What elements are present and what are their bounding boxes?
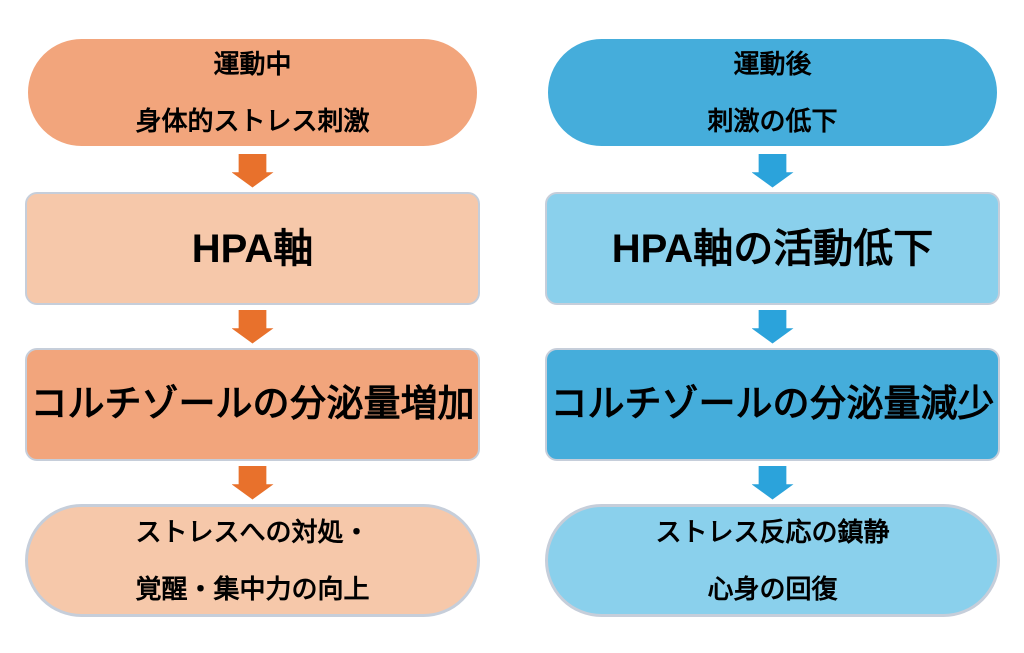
node-hpa-axis: HPA軸 — [25, 192, 480, 305]
node-hpa-axis-decline: HPA軸の活動低下 — [545, 192, 1000, 305]
down-arrow-icon — [751, 153, 794, 188]
column-after-exercise: 運動後 刺激の低下 HPA軸の活動低下 コルチゾールの分泌量減少 ストレス反応の… — [545, 0, 1000, 617]
node-during-exercise-stimulus: 運動中 身体的ストレス刺激 — [25, 36, 480, 149]
arrow-slot — [25, 461, 480, 504]
node-line: ストレスへの対処・ — [135, 516, 370, 547]
arrow-slot — [545, 305, 1000, 348]
arrow-slot — [545, 149, 1000, 192]
node-line: 身体的ストレス刺激 — [135, 105, 370, 136]
node-line: 覚醒・集中力の向上 — [135, 573, 370, 604]
down-arrow-icon — [751, 309, 794, 344]
node-line: HPA軸 — [191, 226, 314, 271]
down-arrow-icon — [231, 465, 274, 500]
node-stress-coping-arousal: ストレスへの対処・ 覚醒・集中力の向上 — [25, 504, 480, 617]
down-arrow-icon — [231, 153, 274, 188]
column-during-exercise: 運動中 身体的ストレス刺激 HPA軸 コルチゾールの分泌量増加 ストレスへの対処… — [25, 0, 480, 617]
node-line: 刺激の低下 — [707, 105, 838, 136]
node-stress-calming-recovery: ストレス反応の鎮静 心身の回復 — [545, 504, 1000, 617]
node-line: ストレス反応の鎮静 — [655, 516, 890, 547]
node-line: コルチゾールの分泌量減少 — [550, 383, 995, 425]
node-line: 運動中 — [213, 48, 292, 79]
arrow-slot — [25, 149, 480, 192]
node-cortisol-decrease: コルチゾールの分泌量減少 — [545, 348, 1000, 461]
node-line: HPA軸の活動低下 — [611, 226, 934, 271]
down-arrow-icon — [751, 465, 794, 500]
node-line: コルチゾールの分泌量増加 — [30, 383, 475, 425]
node-line: 心身の回復 — [707, 573, 838, 604]
node-cortisol-increase: コルチゾールの分泌量増加 — [25, 348, 480, 461]
arrow-slot — [25, 305, 480, 348]
arrow-slot — [545, 461, 1000, 504]
node-line: 運動後 — [733, 48, 812, 79]
node-after-exercise-stimulus-drop: 運動後 刺激の低下 — [545, 36, 1000, 149]
down-arrow-icon — [231, 309, 274, 344]
